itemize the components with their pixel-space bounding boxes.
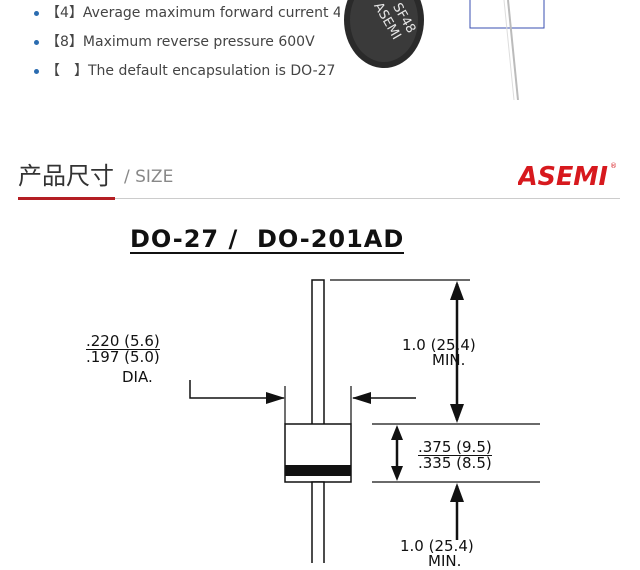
header-accent-bar bbox=[18, 197, 115, 200]
bullet-dot bbox=[34, 69, 39, 74]
feature-text: Maximum reverse pressure 600V bbox=[82, 34, 315, 50]
cathode-band bbox=[285, 465, 351, 476]
feature-item-current: 【4】Average maximum forward current 4A bbox=[34, 4, 351, 33]
body-length-min: .335 (8.5) bbox=[418, 454, 492, 472]
feature-code: 【4】 bbox=[46, 5, 83, 21]
bullet-dot bbox=[34, 11, 39, 16]
package-title: DO-27 / DO-201AD bbox=[130, 225, 405, 254]
feature-code: 【8】 bbox=[46, 34, 83, 50]
bullet-dot bbox=[34, 40, 39, 45]
dimension-drawing: DO-27 / DO-201AD .220 (5.6) .197 ( bbox=[0, 210, 640, 569]
product-photo: SF48 ASEMI bbox=[340, 0, 550, 100]
lead-wire bbox=[507, 0, 519, 100]
drawing-lines bbox=[189, 279, 540, 563]
lead-dia-label: DIA. bbox=[122, 368, 153, 386]
feature-text: The default encapsulation is DO-27 bbox=[88, 63, 336, 79]
header-divider bbox=[18, 198, 620, 199]
body-length-max: .375 (9.5) bbox=[418, 438, 492, 456]
top-lead bbox=[311, 279, 325, 427]
svg-text:ASEMI: ASEMI bbox=[518, 162, 608, 190]
photo-inset-frame bbox=[469, 0, 545, 29]
section-subtitle: / SIZE bbox=[124, 167, 174, 187]
feature-code: 【 】 bbox=[46, 63, 88, 79]
lead-dia-max: .220 (5.6) bbox=[86, 332, 160, 350]
top-lead-min: MIN. bbox=[432, 351, 466, 369]
feature-text: Average maximum forward current 4A bbox=[82, 5, 352, 21]
diode-body-photo: SF48 ASEMI bbox=[344, 0, 424, 68]
top-lead-length: 1.0 (25.4) bbox=[402, 336, 476, 354]
feature-item-voltage: 【8】Maximum reverse pressure 600V bbox=[34, 33, 351, 62]
bottom-lead bbox=[311, 481, 325, 563]
feature-item-package: 【 】The default encapsulation is DO-27 bbox=[34, 62, 351, 91]
section-title: 产品尺寸 bbox=[18, 162, 114, 190]
feature-list: 【4】Average maximum forward current 4A 【8… bbox=[34, 4, 351, 91]
asemi-logo: ASEMI ® bbox=[518, 162, 617, 190]
bottom-lead-min: MIN. bbox=[428, 552, 462, 570]
section-header: 产品尺寸 / SIZE ASEMI ® bbox=[0, 160, 640, 204]
lead-dia-min: .197 (5.0) bbox=[86, 348, 160, 366]
bottom-lead-length: 1.0 (25.4) bbox=[400, 537, 474, 555]
svg-text:®: ® bbox=[610, 162, 617, 170]
